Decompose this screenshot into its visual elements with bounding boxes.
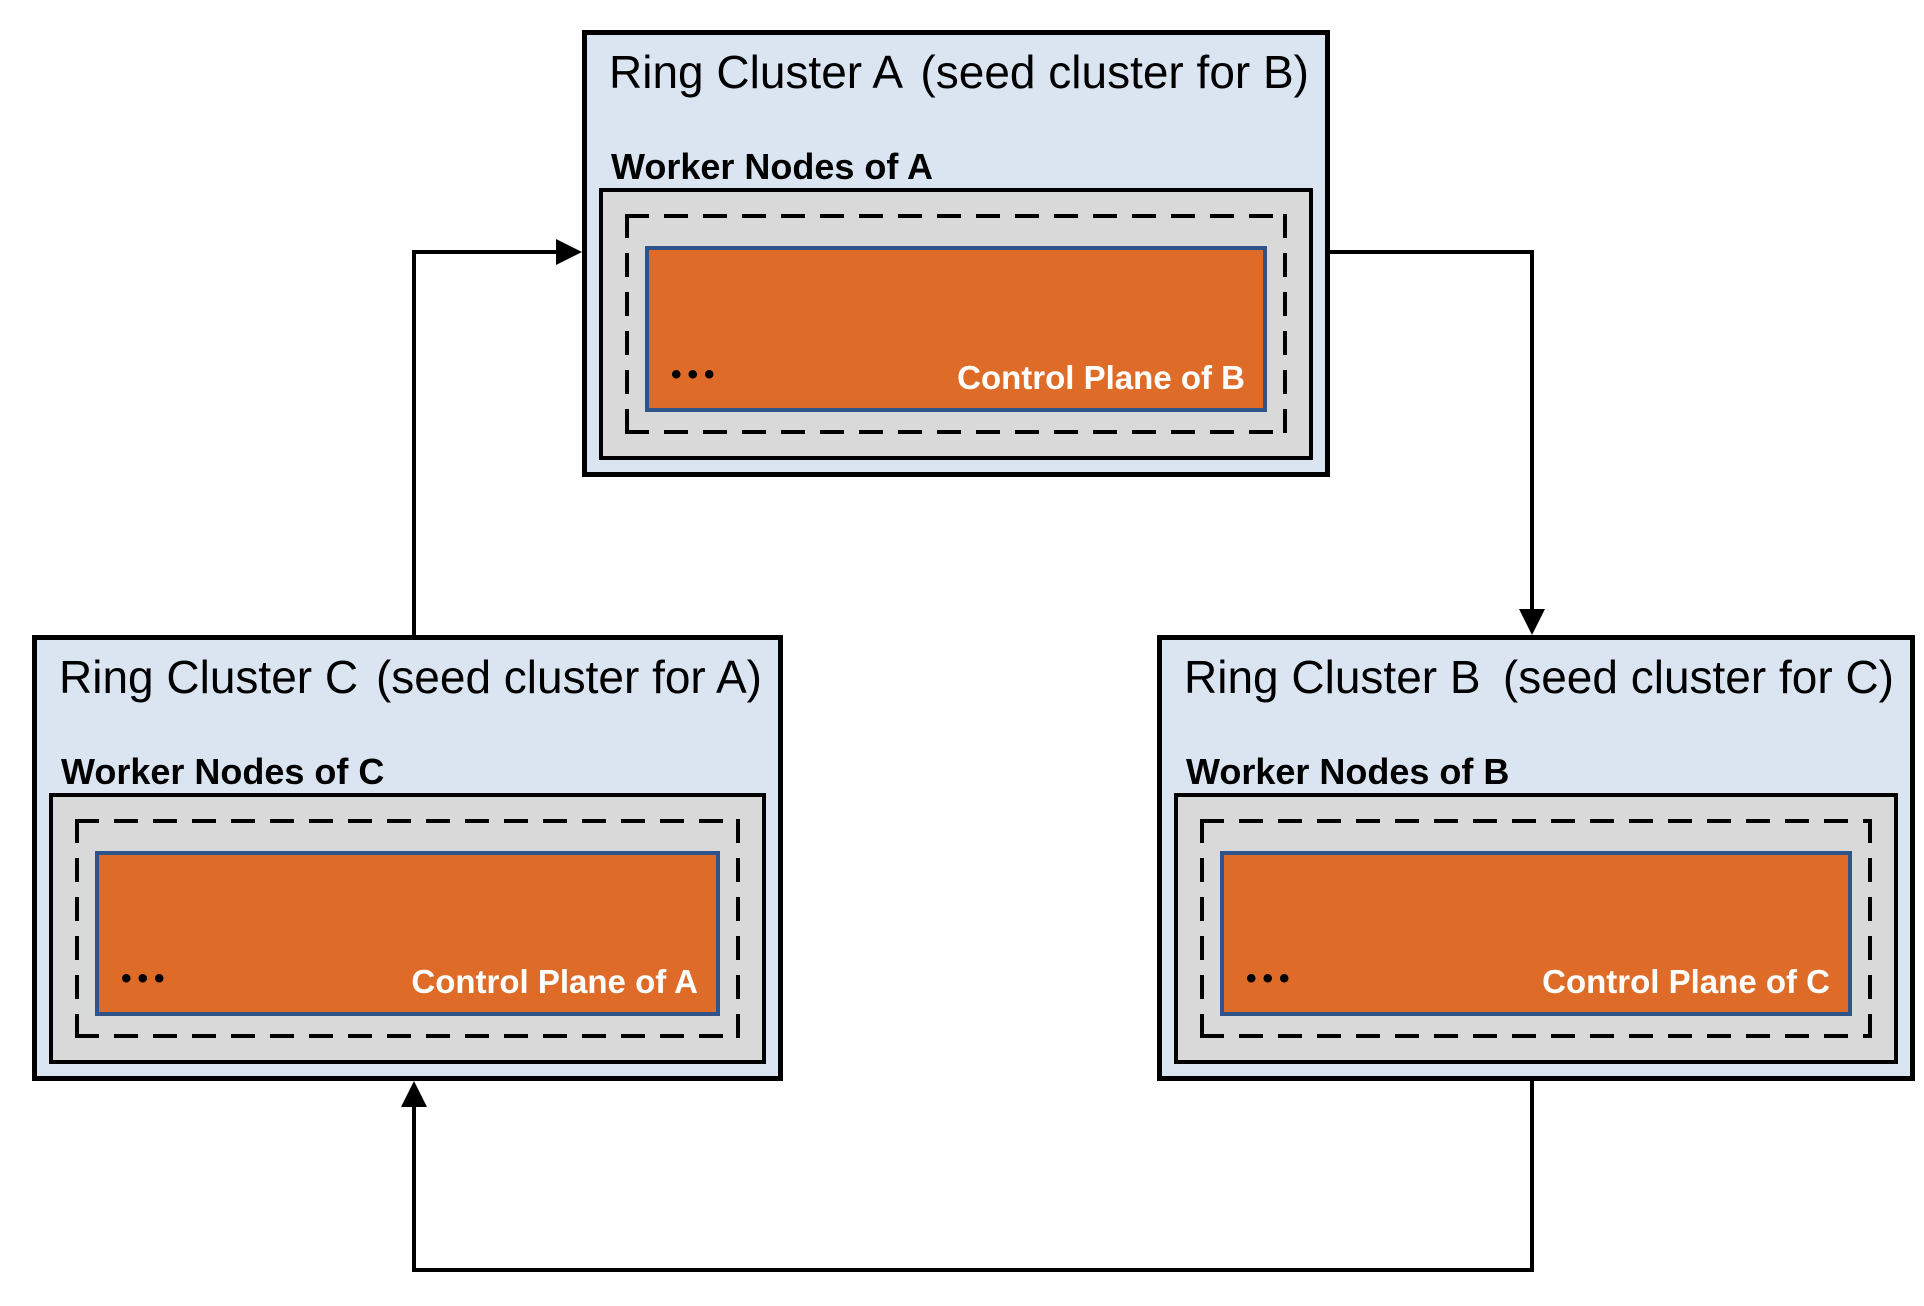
- ellipsis-dots: •••: [671, 358, 721, 391]
- worker-nodes-label: Worker Nodes of A: [611, 146, 934, 187]
- cluster-box-a: Ring Cluster A (seed cluster for B) Work…: [582, 30, 1330, 477]
- seed-note: (seed cluster for B): [920, 46, 1309, 98]
- control-plane-label: Control Plane of B: [957, 359, 1245, 396]
- arrowhead-right-icon: [556, 239, 582, 265]
- ellipsis-dots: •••: [121, 962, 171, 995]
- worker-nodes-zone: ••• Control Plane of B: [599, 188, 1313, 460]
- ellipsis-dots: •••: [1246, 962, 1296, 995]
- worker-nodes-label: Worker Nodes of C: [61, 751, 385, 792]
- arrowhead-down-icon: [1519, 609, 1545, 635]
- control-plane-box: ••• Control Plane of B: [645, 246, 1267, 412]
- seed-note: (seed cluster for C): [1502, 651, 1894, 703]
- worker-nodes-zone: ••• Control Plane of A: [49, 793, 766, 1064]
- control-plane-box: ••• Control Plane of A: [95, 851, 720, 1016]
- worker-nodes-zone: ••• Control Plane of C: [1174, 793, 1898, 1064]
- arrowhead-up-icon: [401, 1081, 427, 1107]
- cluster-title: Ring Cluster B: [1184, 651, 1481, 703]
- control-plane-label: Control Plane of C: [1542, 963, 1830, 1000]
- worker-nodes-label: Worker Nodes of B: [1186, 751, 1510, 792]
- seed-note: (seed cluster for A): [375, 651, 762, 703]
- arrow-b-to-c: [401, 1081, 1534, 1272]
- cluster-title: Ring Cluster A: [609, 46, 904, 98]
- control-plane-label: Control Plane of A: [411, 963, 698, 1000]
- cluster-title-row: Ring Cluster A (seed cluster for B): [609, 45, 1309, 100]
- arrow-c-to-a: [412, 239, 582, 637]
- cluster-title-row: Ring Cluster B (seed cluster for C): [1184, 650, 1894, 705]
- cluster-title-row: Ring Cluster C (seed cluster for A): [59, 650, 762, 705]
- cluster-box-c: Ring Cluster C (seed cluster for A) Work…: [32, 635, 783, 1081]
- cluster-box-b: Ring Cluster B (seed cluster for C) Work…: [1157, 635, 1915, 1081]
- control-plane-box: ••• Control Plane of C: [1220, 851, 1852, 1016]
- arrow-a-to-b: [1330, 250, 1545, 635]
- cluster-title: Ring Cluster C: [59, 651, 359, 703]
